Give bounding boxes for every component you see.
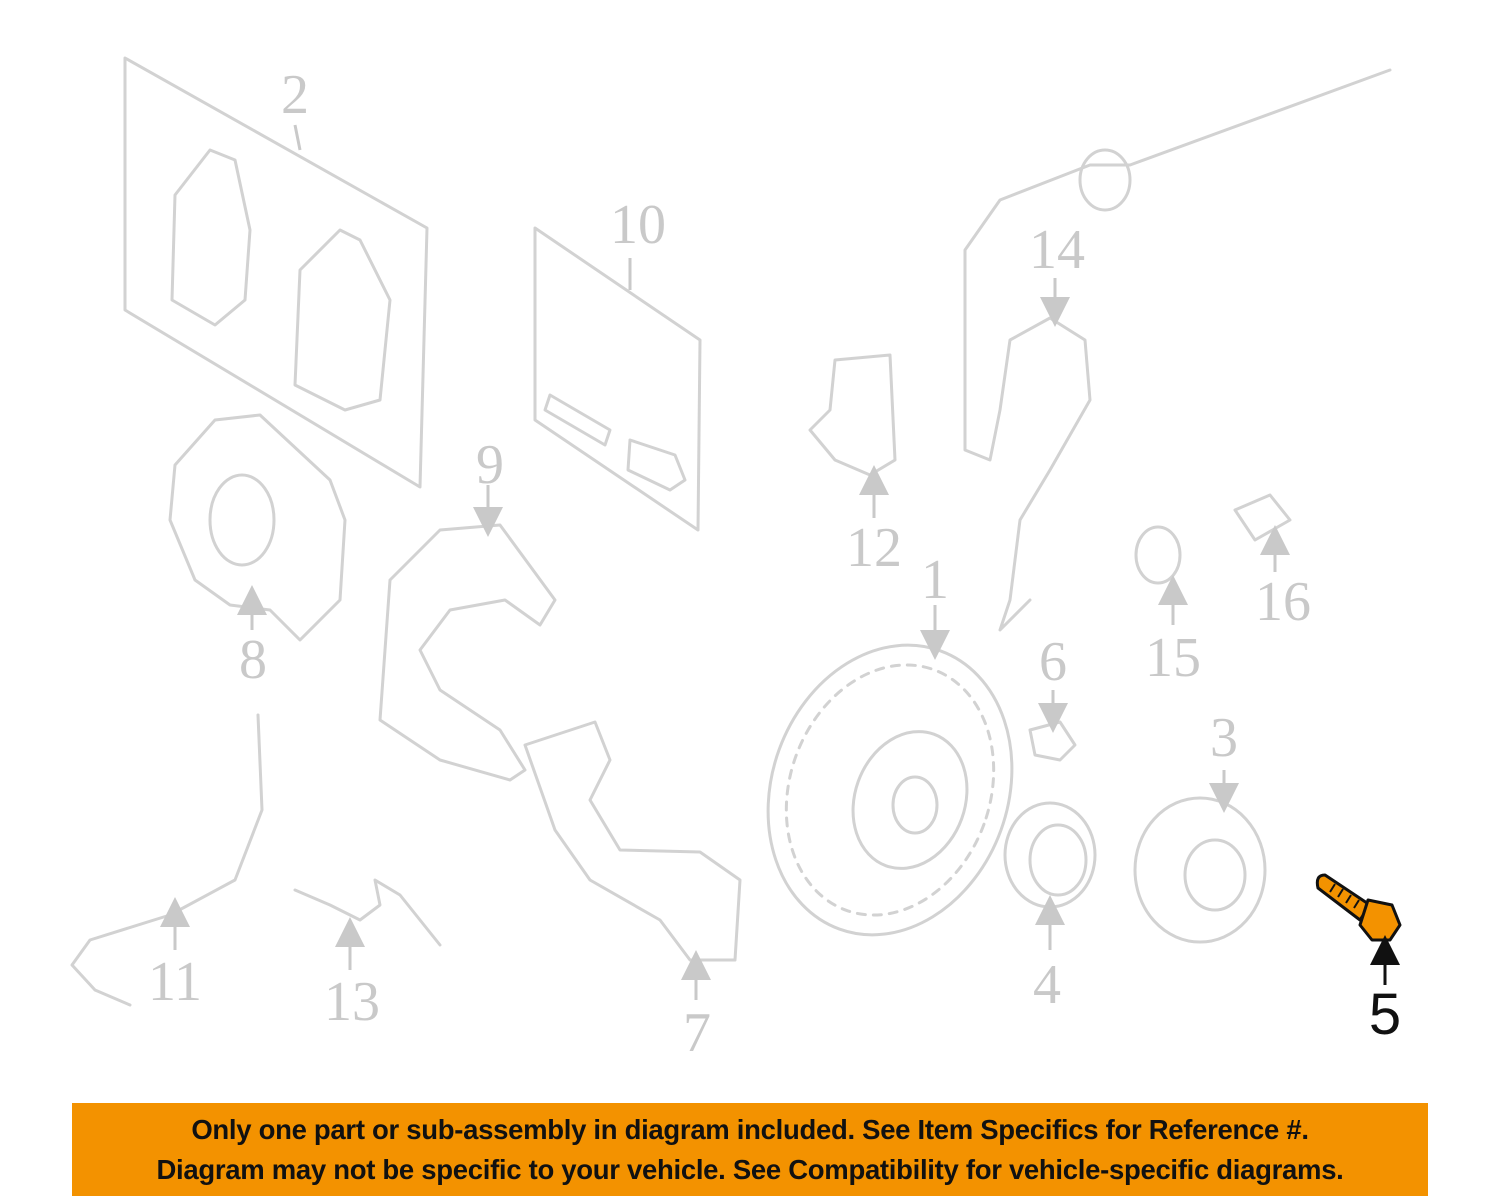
callout-14: 14 — [1029, 219, 1085, 281]
callout-5-highlighted: 5 — [1368, 982, 1402, 1047]
disclaimer-banner: Only one part or sub-assembly in diagram… — [72, 1103, 1428, 1196]
part-8-caliper — [168, 413, 347, 642]
callout-12: 12 — [846, 517, 902, 579]
callout-6: 6 — [1039, 631, 1067, 693]
callout-13: 13 — [324, 971, 380, 1033]
callout-3: 3 — [1210, 707, 1238, 769]
part-2-brake-pads — [123, 56, 429, 489]
part-5-bolt-highlighted — [1315, 873, 1402, 985]
part-4-bearing — [1003, 801, 1097, 950]
part-11-brake-hose — [70, 713, 264, 1007]
callout-1: 1 — [921, 549, 949, 611]
part-9-caliper-bracket — [378, 485, 557, 782]
part-10-hardware-kit — [533, 226, 702, 532]
callout-15: 15 — [1145, 627, 1201, 689]
part-1-rotor — [766, 605, 1014, 937]
callout-10: 10 — [610, 194, 666, 256]
part-13-wear-sensor — [293, 878, 442, 970]
part-3-hub — [1133, 770, 1267, 944]
callout-8: 8 — [239, 629, 267, 691]
disclaimer-line-2: Diagram may not be specific to your vehi… — [156, 1153, 1344, 1185]
part-12-clip — [808, 353, 897, 518]
part-7-splash-shield — [523, 720, 742, 1000]
disclaimer-line-1: Only one part or sub-assembly in diagram… — [191, 1113, 1309, 1145]
callout-16: 16 — [1255, 571, 1311, 633]
part-15-seal — [1134, 525, 1188, 625]
callout-7: 7 — [683, 1002, 711, 1064]
callout-11: 11 — [148, 951, 202, 1013]
part-14-abs-sensor — [963, 68, 1392, 632]
callout-2: 2 — [281, 64, 309, 126]
callout-4: 4 — [1033, 954, 1061, 1016]
callout-9: 9 — [476, 434, 504, 496]
part-6-nut — [1028, 690, 1077, 762]
part-16-cap — [1233, 493, 1292, 572]
